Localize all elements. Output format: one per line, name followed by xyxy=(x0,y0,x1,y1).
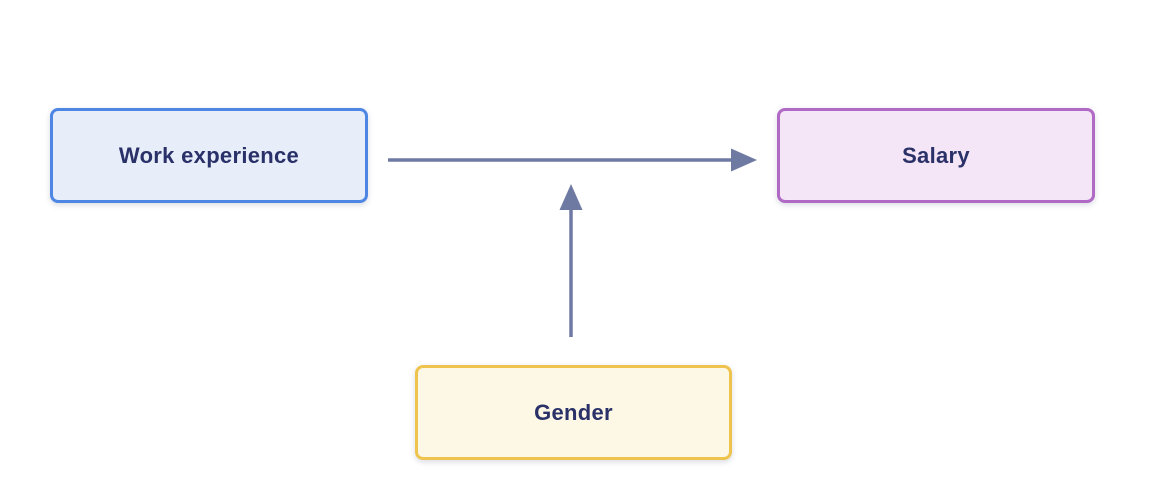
node-gender-label: Gender xyxy=(534,399,613,425)
node-work-experience: Work experience xyxy=(50,108,368,203)
node-salary-label: Salary xyxy=(902,142,970,168)
node-gender: Gender xyxy=(415,365,732,460)
node-salary: Salary xyxy=(777,108,1095,203)
arrowhead-right xyxy=(731,148,757,172)
node-work-experience-label: Work experience xyxy=(118,142,300,168)
arrowhead-up xyxy=(559,184,583,210)
